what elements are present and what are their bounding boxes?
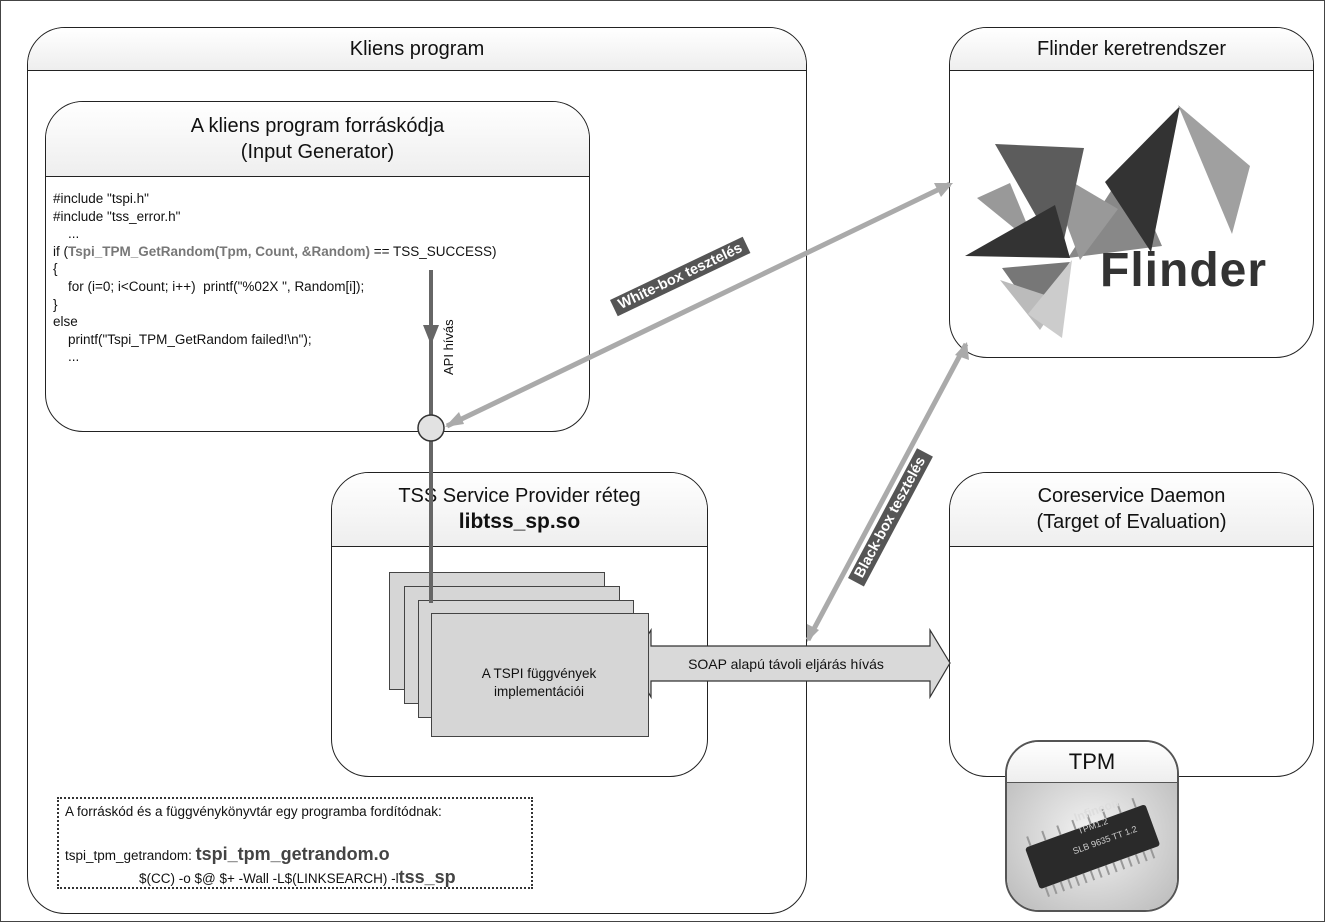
compile-note-line1: A forráskód és a függvénykönyvtár egy pr…: [65, 804, 442, 819]
compile-note-line3: $(CC) -o $@ $+ -Wall -L$(LINKSEARCH) -lt…: [139, 867, 456, 888]
soap-double-arrow: [630, 627, 951, 700]
source-code-listing: #include "tspi.h"#include "tss_error.h" …: [53, 190, 497, 366]
coreservice-header: Coreservice Daemon (Target of Evaluation…: [950, 473, 1313, 547]
api-call-label: API hívás: [441, 319, 456, 375]
code-line: #include "tss_error.h": [53, 208, 181, 224]
compile-library-flag: tss_sp: [398, 867, 456, 887]
client-program-header: Kliens program: [28, 28, 806, 71]
impl-description: A TSPI függvények implementációi: [433, 665, 645, 701]
client-program-title: Kliens program: [349, 38, 485, 60]
code-line: #include "tspi.h": [53, 191, 149, 206]
tss-library-name: libtss_sp.so: [458, 510, 581, 533]
blackbox-arrow-head-end: [955, 342, 969, 360]
flinder-title: Flinder keretrendszer: [1037, 38, 1226, 60]
whitebox-arrow-head-end: [934, 183, 953, 197]
source-code-title: A kliens program forráskódja: [190, 115, 445, 137]
whitebox-arrow: [445, 181, 952, 429]
api-arrow-head: [423, 325, 439, 345]
tss-provider-header: TSS Service Provider réteg libtss_sp.so: [332, 473, 707, 547]
code-fragment: if (: [53, 243, 68, 259]
tpm-title: TPM: [1007, 742, 1177, 783]
compile-object-file: tspi_tpm_getrandom.o: [195, 844, 390, 864]
interception-point: [417, 414, 445, 442]
tpm-box: TPM Infineon TPM1.2 SLB 9635 TT 1.2: [1005, 740, 1179, 912]
blackbox-arrow: [805, 342, 969, 642]
flinder-wordmark: Flinder: [1100, 244, 1268, 297]
tpm-chip-photo: Infineon TPM1.2 SLB 9635 TT 1.2: [1007, 783, 1177, 910]
coreservice-box: Coreservice Daemon (Target of Evaluation…: [949, 472, 1314, 777]
code-line: ...: [53, 226, 80, 242]
code-line: if (Tspi_TPM_GetRandom(Tpm, Count, &Rand…: [53, 243, 497, 261]
whitebox-arrow-head-start: [445, 412, 464, 427]
coreservice-title: Coreservice Daemon: [1037, 485, 1226, 507]
impl-text-line2: implementációi: [493, 684, 585, 699]
coreservice-subtitle: (Target of Evaluation): [1036, 511, 1227, 533]
soap-label: SOAP alapú távoli eljárás hívás: [688, 656, 884, 672]
compile-command: $(CC) -o $@ $+ -Wall -L$(LINKSEARCH) -l: [139, 871, 399, 886]
api-call-highlight: Tspi_TPM_GetRandom(Tpm, Count, &Random): [68, 243, 370, 259]
code-line: {: [53, 261, 58, 277]
code-line: }: [53, 296, 58, 312]
code-line: printf("Tspi_TPM_GetRandom failed!\n");: [53, 331, 312, 347]
code-fragment: == TSS_SUCCESS): [370, 243, 497, 259]
compile-target-label: tspi_tpm_getrandom:: [65, 848, 196, 863]
code-line: for (i=0; i<Count; i++) printf("%02X ", …: [53, 278, 365, 294]
source-code-subtitle: (Input Generator): [240, 141, 395, 163]
impl-page-front: [431, 613, 649, 737]
tpm-chip-drawing: [1025, 797, 1160, 897]
code-line: ...: [53, 349, 80, 365]
tss-provider-title: TSS Service Provider réteg: [398, 485, 641, 507]
source-code-header: A kliens program forráskódja (Input Gene…: [46, 102, 589, 177]
compile-note-box: A forráskód és a függvénykönyvtár egy pr…: [57, 797, 533, 889]
compile-note-line2: tspi_tpm_getrandom: tspi_tpm_getrandom.o: [65, 844, 390, 865]
source-code-box: A kliens program forráskódja (Input Gene…: [45, 101, 590, 432]
flinder-logo: [965, 105, 1250, 338]
code-line: else: [53, 314, 78, 330]
flinder-header: Flinder keretrendszer: [950, 28, 1313, 71]
impl-text-line1: A TSPI függvények: [481, 666, 597, 681]
blackbox-arrow-head-start: [807, 624, 819, 642]
